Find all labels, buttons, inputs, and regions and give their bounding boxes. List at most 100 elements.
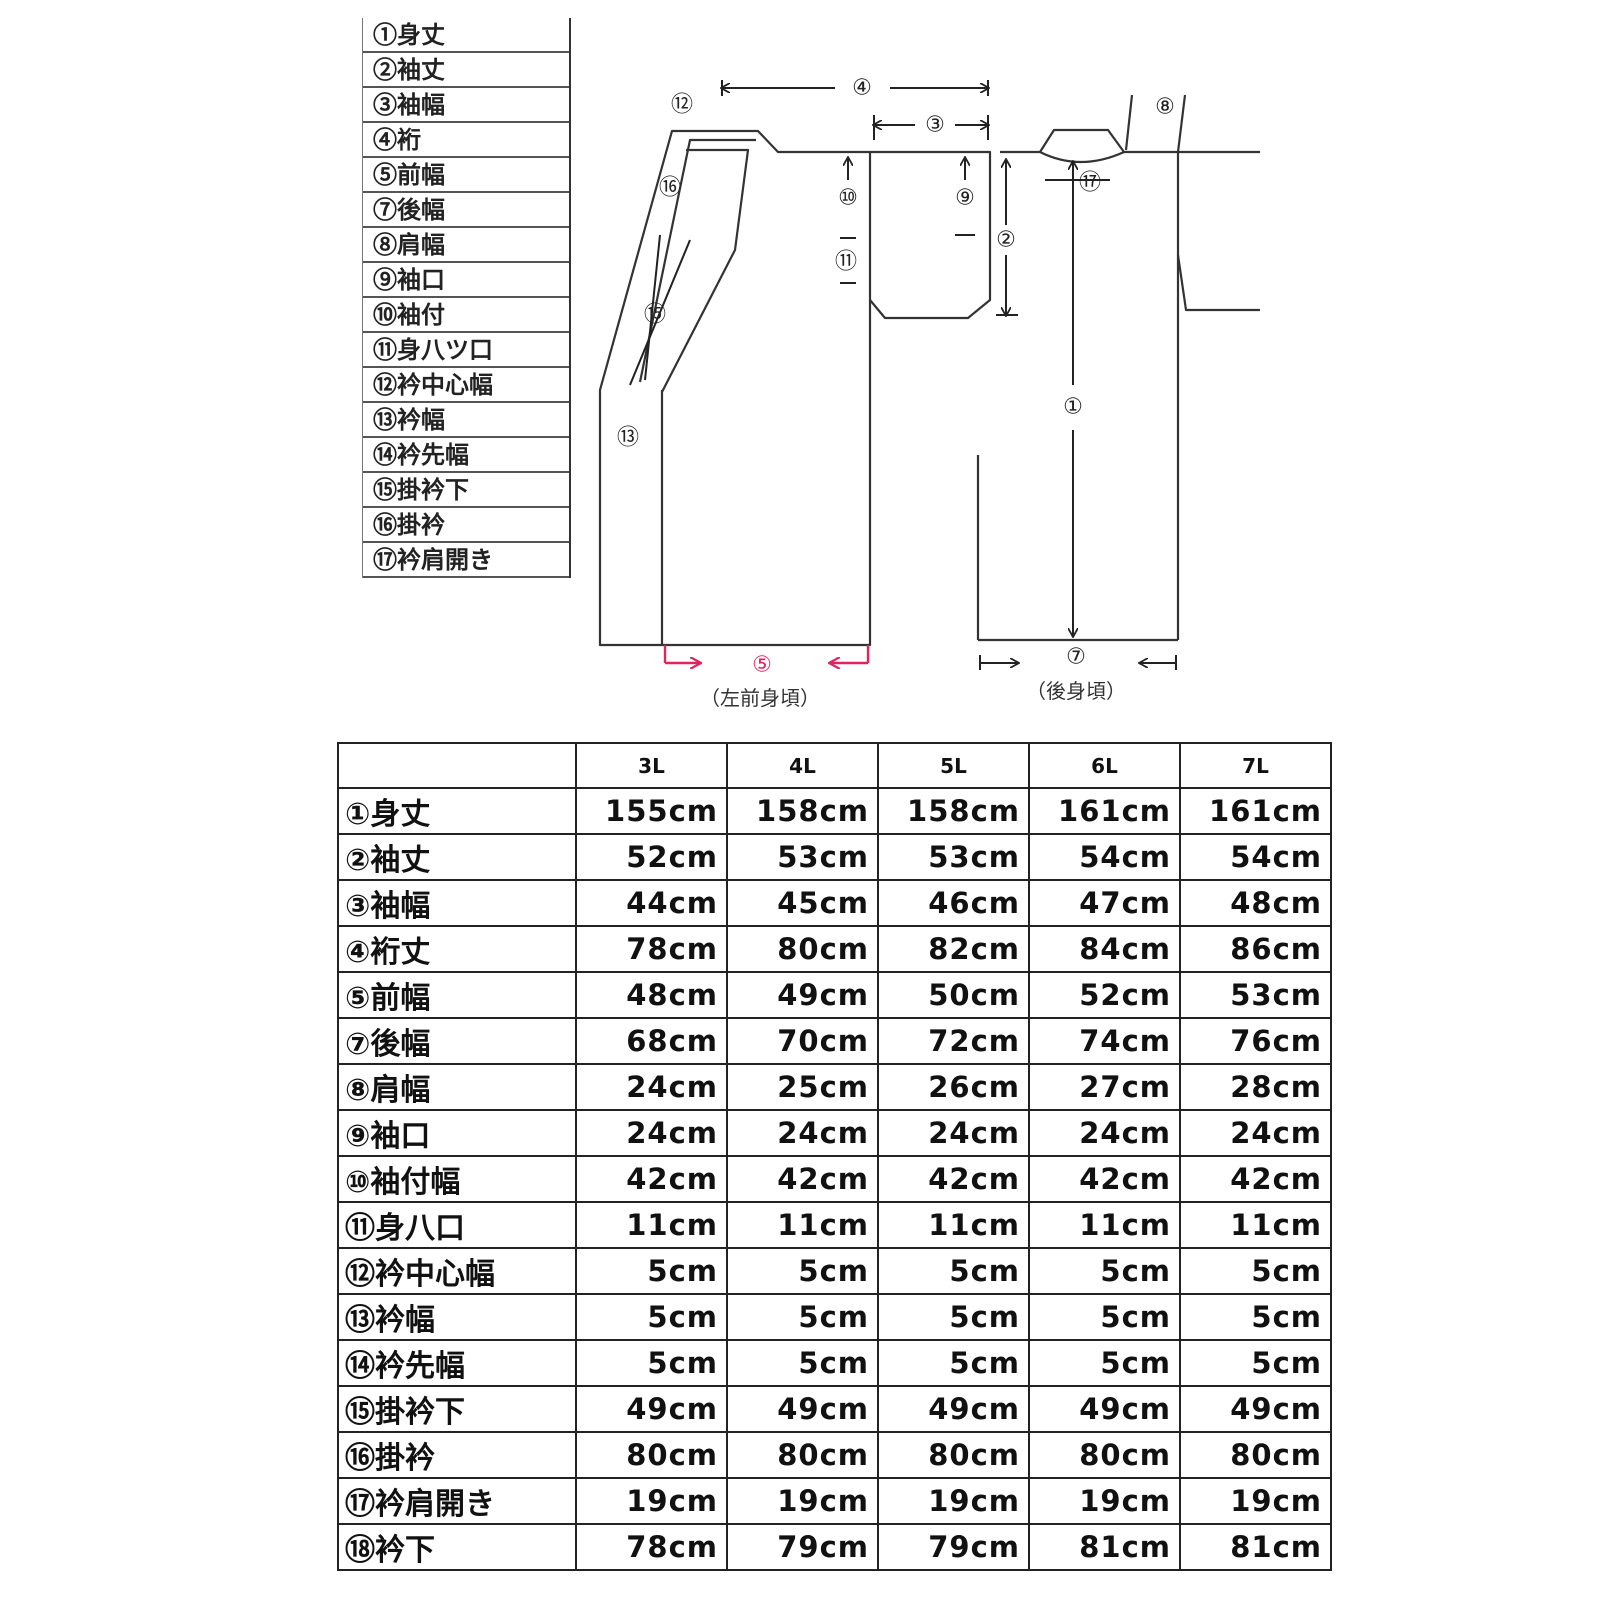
table-cell: 74cm — [1028, 1017, 1181, 1065]
table-cell: 5cm — [1028, 1339, 1181, 1387]
table-cell: 5cm — [1179, 1339, 1332, 1387]
table-cell: 42cm — [726, 1155, 879, 1203]
legend-item: ⑦後幅 — [363, 193, 569, 228]
table-cell: 19cm — [575, 1477, 728, 1525]
table-cell: 5cm — [1028, 1293, 1181, 1341]
table-cell: 42cm — [877, 1155, 1030, 1203]
marker-1: ① — [1063, 395, 1083, 420]
row-label: ⑤前幅 — [337, 971, 577, 1019]
table-cell: 80cm — [575, 1431, 728, 1479]
row-label: ⑩袖付幅 — [337, 1155, 577, 1203]
legend-item: ①身丈 — [363, 18, 569, 53]
table-cell: 5cm — [1179, 1247, 1332, 1295]
table-cell: 49cm — [726, 1385, 879, 1433]
table-cell: 24cm — [726, 1109, 879, 1157]
table-cell: 76cm — [1179, 1017, 1332, 1065]
table-cell: 80cm — [726, 925, 879, 973]
back-shoulder — [1000, 128, 1260, 154]
legend-item: ⑫衿中心幅 — [363, 368, 569, 403]
table-cell: 11cm — [726, 1201, 879, 1249]
front-panel-outline — [598, 129, 872, 647]
table-cell: 161cm — [1179, 787, 1332, 835]
table-cell: 5cm — [575, 1293, 728, 1341]
table-cell: 48cm — [1179, 879, 1332, 927]
row-label: ⑫衿中心幅 — [337, 1247, 577, 1295]
legend-item: ③袖幅 — [363, 88, 569, 123]
table-cell: 161cm — [1028, 787, 1181, 835]
table-cell: 45cm — [726, 879, 879, 927]
column-header: 4L — [726, 742, 879, 789]
back-caption: （後身頃） — [1026, 679, 1126, 703]
table-cell: 155cm — [575, 787, 728, 835]
table-cell: 78cm — [575, 1523, 728, 1571]
legend-item: ⑤前幅 — [363, 158, 569, 193]
table-cell: 5cm — [877, 1293, 1030, 1341]
table-cell: 81cm — [1028, 1523, 1181, 1571]
table-cell: 49cm — [1179, 1385, 1332, 1433]
table-cell: 5cm — [726, 1339, 879, 1387]
sleeve-outline — [869, 150, 992, 320]
table-cell: 26cm — [877, 1063, 1030, 1111]
table-cell: 48cm — [575, 971, 728, 1019]
table-cell: 24cm — [1028, 1109, 1181, 1157]
markers: ① ② ③ ④ ⑤ ⑦ ⑧ ⑨ ⑩ ⑪ ⑫ ⑬ ⑮ ⑯ ⑰ — [617, 76, 1175, 678]
marker-2: ② — [996, 228, 1016, 253]
table-cell: 84cm — [1028, 925, 1181, 973]
table-cell: 44cm — [575, 879, 728, 927]
back-collar-curve — [1039, 150, 1125, 164]
row-label: ⑰衿肩開き — [337, 1477, 577, 1525]
row-label: ⑱衿下 — [337, 1523, 577, 1571]
legend-item: ⑪身八ツ口 — [363, 333, 569, 368]
table-cell: 24cm — [575, 1109, 728, 1157]
row-label: ④裄丈 — [337, 925, 577, 973]
table-cell: 80cm — [1028, 1431, 1181, 1479]
table-cell: 25cm — [726, 1063, 879, 1111]
legend-item: ⑯掛衿 — [363, 508, 569, 543]
legend-item: ⑬衿幅 — [363, 403, 569, 438]
legend-item: ⑨袖口 — [363, 263, 569, 298]
legend-item: ⑮掛衿下 — [363, 473, 569, 508]
row-label: ⑧肩幅 — [337, 1063, 577, 1111]
marker-3: ③ — [925, 113, 945, 138]
row-label: ⑯掛衿 — [337, 1431, 577, 1479]
table-cell: 11cm — [575, 1201, 728, 1249]
row-label: ⑭衿先幅 — [337, 1339, 577, 1387]
column-header: 6L — [1028, 742, 1181, 789]
table-cell: 53cm — [726, 833, 879, 881]
corner-cell — [337, 742, 577, 789]
table-cell: 82cm — [877, 925, 1030, 973]
table-cell: 42cm — [575, 1155, 728, 1203]
table-cell: 19cm — [1179, 1477, 1332, 1525]
marker-12: ⑫ — [671, 93, 693, 118]
table-header-row: 3L 4L 5L 6L 7L — [337, 742, 1332, 789]
legend-item: ⑧肩幅 — [363, 228, 569, 263]
collar-band-inner — [661, 148, 750, 393]
table-cell: 24cm — [877, 1109, 1030, 1157]
marker-16: ⑯ — [659, 176, 681, 201]
arrow-kakeeri — [644, 234, 661, 381]
column-header: 7L — [1179, 742, 1332, 789]
table-cell: 47cm — [1028, 879, 1181, 927]
column-header: 3L — [575, 742, 728, 789]
table-cell: 5cm — [575, 1339, 728, 1387]
marker-5: ⑤ — [752, 653, 772, 678]
marker-13: ⑬ — [617, 426, 639, 451]
table-cell: 158cm — [726, 787, 879, 835]
table-cell: 19cm — [877, 1477, 1030, 1525]
legend-item: ④裄 — [363, 123, 569, 158]
